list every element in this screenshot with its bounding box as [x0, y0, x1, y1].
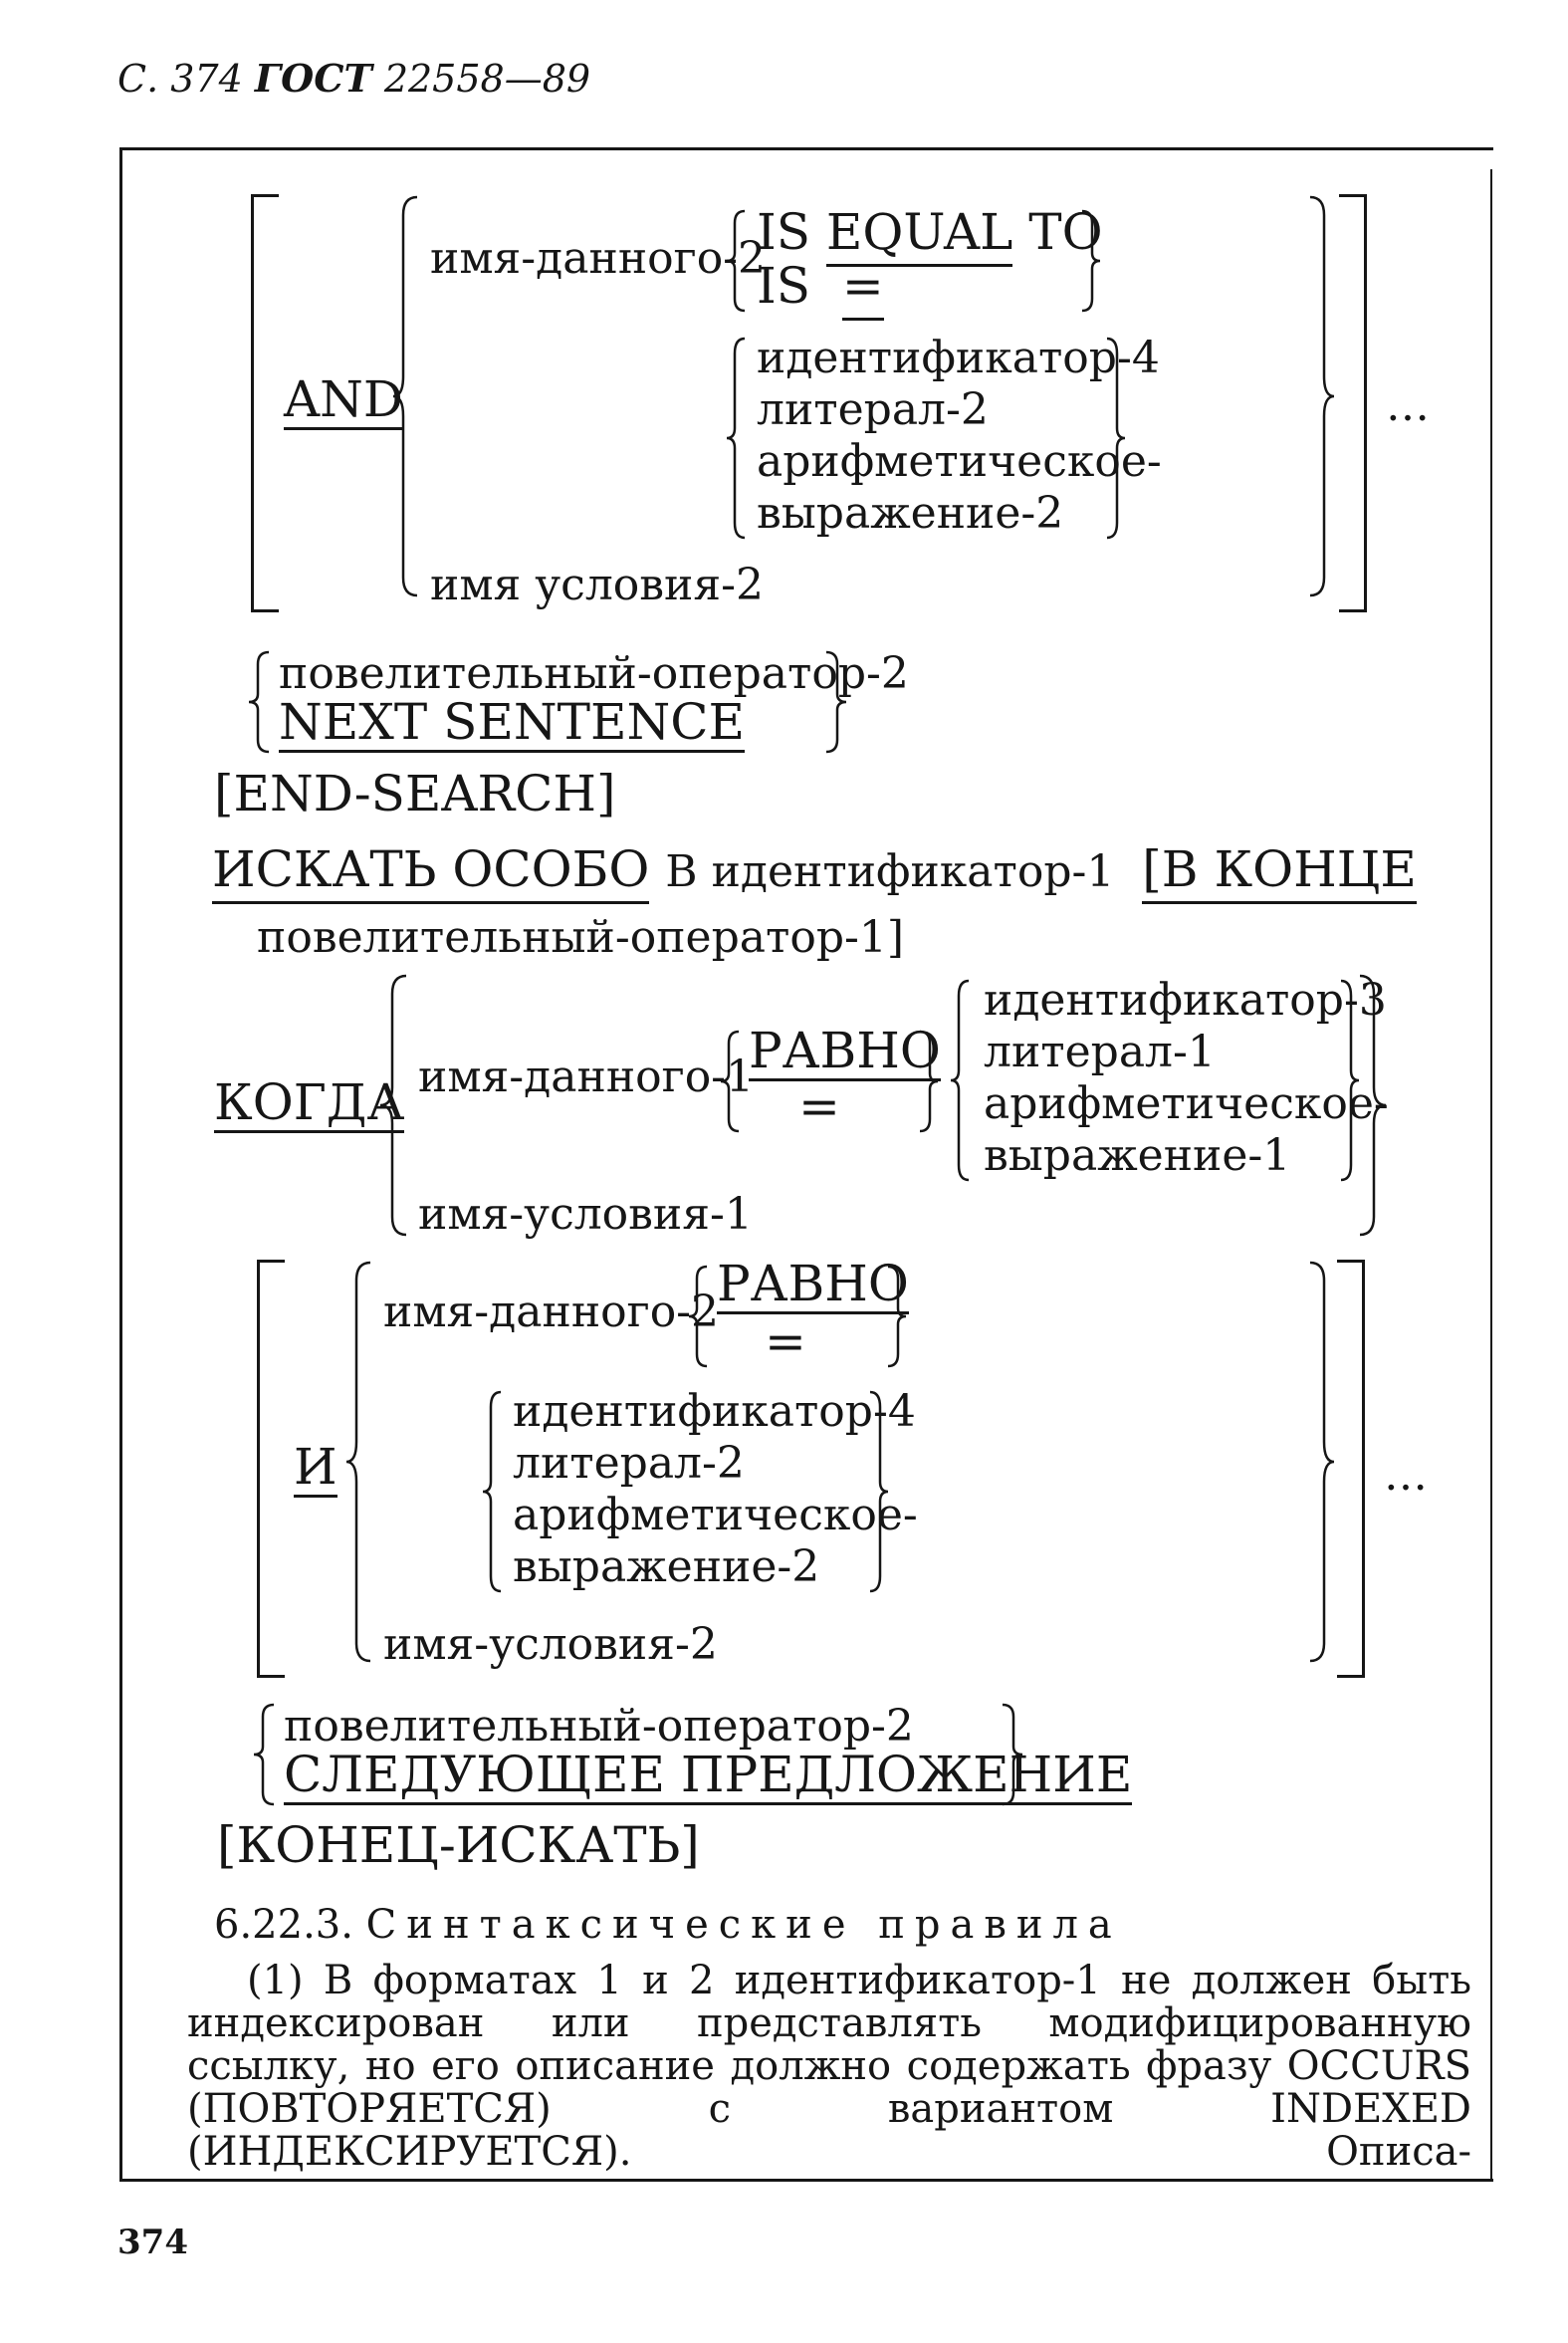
equals-sign-2: =	[765, 1312, 806, 1370]
equals-keyword-2: РАВНО	[717, 1255, 909, 1314]
standard-name: ГОСТ	[254, 56, 372, 101]
bracket-tick	[251, 194, 279, 197]
section-title: Синтаксические правила	[365, 1902, 1122, 1948]
arith-expr-1-line-1: арифметическое-	[984, 1078, 1389, 1129]
identifier-4-ru: идентификатор-4	[513, 1386, 916, 1437]
bracket-tick	[1337, 1260, 1365, 1263]
equal-keyword: EQUAL	[825, 203, 1013, 267]
condition-name-2-ru: имя-условия-2	[383, 1619, 718, 1670]
page-header: С. 374 ГОСТ 22558—89	[117, 56, 590, 101]
next-sentence: NEXT SENTENCE	[279, 693, 745, 753]
right-square-bracket	[1364, 194, 1367, 612]
literal-1: литерал-1	[984, 1027, 1216, 1077]
section-heading: 6.22.3. Синтаксические правила	[214, 1902, 1122, 1948]
right-brace-equals-2	[887, 1265, 907, 1368]
ellipsis: …	[1386, 380, 1430, 431]
and-keyword-ru: И	[294, 1438, 337, 1498]
next-sentence-ru: СЛЕДУЮЩЕЕ ПРЕДЛОЖЕНИЕ	[284, 1746, 1133, 1805]
right-brace-ru	[1309, 1261, 1335, 1663]
imperative-2-ru: повелительный-оператор-2	[284, 1701, 914, 1752]
imperative-1: повелительный-оператор-1]	[257, 912, 905, 963]
left-square-bracket	[251, 194, 254, 612]
in-identifier: В идентификатор-1	[665, 846, 1115, 897]
left-brace-ru	[345, 1261, 371, 1663]
left-brace-small	[726, 209, 746, 313]
condition-name-1: имя-условия-1	[418, 1189, 753, 1240]
frame-left-rule	[119, 147, 122, 2181]
frame-top-rule	[119, 147, 1493, 150]
left-brace-operands-1	[950, 979, 970, 1182]
left-brace-operands-ru	[482, 1390, 502, 1593]
right-brace-equals-1	[919, 1030, 939, 1133]
equals-sign: =	[841, 257, 884, 321]
section-number: 6.22.3.	[214, 1902, 353, 1948]
left-brace-equals-2	[688, 1265, 708, 1368]
rule-1-paragraph: (1) В форматах 1 и 2 идентификатор-1 не …	[187, 1958, 1471, 2175]
literal-2-ru: литерал-2	[513, 1438, 745, 1489]
left-brace-equals-1	[720, 1030, 740, 1133]
left-brace-imperative-ru	[253, 1703, 275, 1806]
bracket-tick	[257, 1675, 285, 1678]
condition-name-2: имя условия-2	[430, 560, 764, 610]
right-brace-operands-ru	[869, 1390, 889, 1593]
bracket-tick	[1339, 609, 1367, 612]
right-brace-operands-1	[1340, 979, 1360, 1182]
left-brace-when	[379, 974, 407, 1237]
arith-expr-line-1: арифметическое-	[757, 436, 1162, 487]
page-number: 374	[117, 2223, 188, 2262]
equals-keyword-1: РАВНО	[749, 1022, 941, 1081]
frame-right-rule	[1490, 169, 1492, 2179]
right-brace-imperative-ru	[1002, 1703, 1023, 1806]
ellipsis-ru: …	[1384, 1450, 1428, 1501]
left-brace-operands	[726, 337, 746, 540]
identifier-4: идентификатор-4	[757, 333, 1160, 383]
right-brace-small	[1081, 209, 1101, 313]
end-search: [END-SEARCH]	[214, 769, 616, 819]
right-brace	[1309, 195, 1335, 597]
left-square-bracket-ru	[257, 1260, 260, 1678]
arith-expr-2-ru-line-1: арифметическое-	[513, 1490, 918, 1540]
frame-bottom-rule	[119, 2179, 1493, 2182]
bracket-tick	[1339, 194, 1367, 197]
bracket-tick	[1337, 1675, 1365, 1678]
literal-2: литерал-2	[757, 384, 989, 435]
arith-expr-1-line-2: выражение-1	[984, 1130, 1291, 1181]
page-prefix: С. 374	[117, 57, 243, 101]
arith-expr-line-2: выражение-2	[757, 488, 1064, 539]
and-keyword: AND	[284, 370, 403, 430]
bracket-tick	[251, 609, 279, 612]
bracket-tick	[257, 1260, 285, 1263]
right-square-bracket-ru	[1362, 1260, 1365, 1678]
imperative-2: повелительный-оператор-2	[279, 648, 909, 699]
is-equals-line: IS =	[757, 257, 884, 321]
standard-number: 22558—89	[383, 57, 591, 101]
end-search-ru: [КОНЕЦ-ИСКАТЬ]	[217, 1820, 700, 1870]
right-brace-operands	[1106, 337, 1126, 540]
left-brace	[392, 195, 418, 597]
arith-expr-2-ru-line-2: выражение-2	[513, 1541, 820, 1592]
is-keyword: IS	[757, 203, 811, 261]
identifier-3: идентификатор-3	[984, 975, 1387, 1026]
right-brace-when	[1359, 974, 1387, 1237]
left-brace-imperative	[248, 650, 270, 754]
data-name-2-ru: имя-данного-2	[383, 1287, 720, 1337]
when-keyword: КОГДА	[214, 1073, 405, 1133]
is-equal-to-line: IS EQUAL TO	[757, 203, 1103, 267]
end-search-text: [END-SEARCH]	[214, 765, 616, 822]
equals-sign-1: =	[798, 1077, 840, 1135]
search-all-line: ИСКАТЬ ОСОБО В идентификатор-1 [В КОНЦЕ	[212, 840, 1417, 904]
is-keyword-2: IS	[757, 257, 811, 315]
data-name-1: имя-данного-1	[418, 1052, 755, 1102]
end-search-ru-text: [КОНЕЦ-ИСКАТЬ]	[217, 1816, 700, 1874]
data-name-2: имя-данного-2	[430, 233, 767, 284]
at-end-keyword: [В КОНЦЕ	[1142, 840, 1417, 904]
search-all-keyword: ИСКАТЬ ОСОБО	[212, 840, 650, 904]
right-brace-imperative	[825, 650, 847, 754]
